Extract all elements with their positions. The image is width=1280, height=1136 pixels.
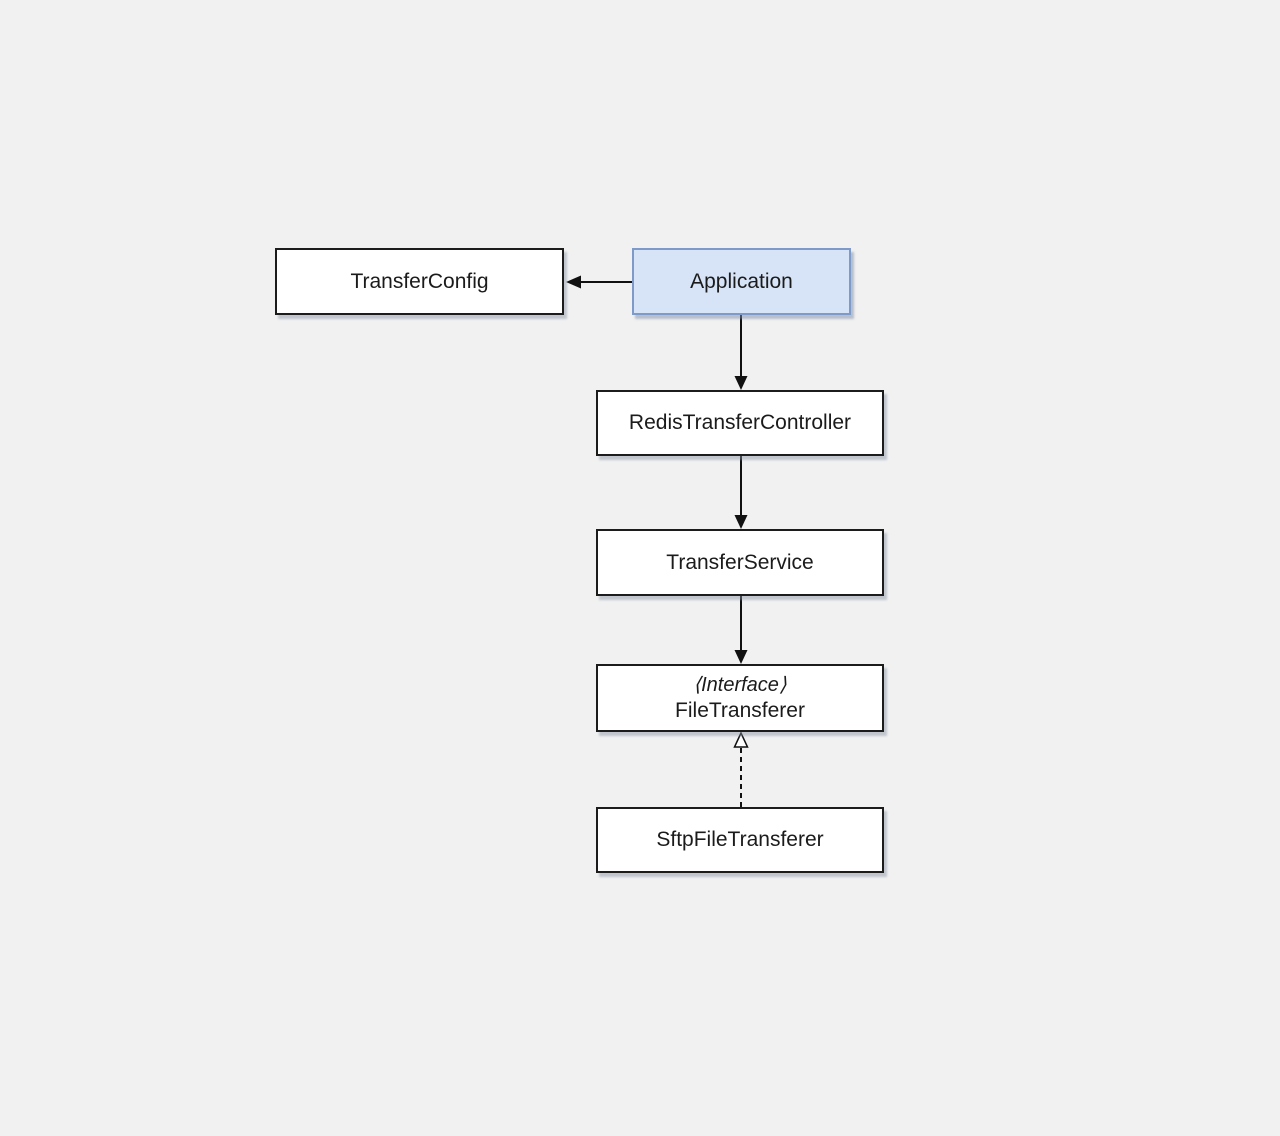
node-application: Application [632, 248, 851, 315]
node-application-label: Application [690, 269, 793, 293]
node-transfer-service: TransferService [596, 529, 884, 596]
edge-sftp-file-transferer-realizes-file-transferer [733, 731, 749, 807]
edge-transfer-service-to-file-transferer [734, 596, 748, 664]
node-file-transferer-stereotype: ⟨Interface⟩ [693, 674, 787, 696]
node-transfer-config-label: TransferConfig [350, 269, 489, 293]
edge-redis-transfer-controller-to-transfer-service [734, 456, 748, 529]
node-sftp-file-transferer: SftpFileTransferer [596, 807, 884, 873]
edge-application-to-transfer-config [566, 275, 632, 289]
node-file-transferer: ⟨Interface⟩ FileTransferer [596, 664, 884, 732]
node-sftp-file-transferer-label: SftpFileTransferer [656, 828, 824, 851]
node-redis-transfer-controller-label: RedisTransferController [628, 411, 852, 434]
node-transfer-config: TransferConfig [275, 248, 564, 315]
node-file-transferer-label: FileTransferer [675, 699, 805, 722]
node-transfer-service-label: TransferService [666, 550, 814, 574]
edge-application-to-redis-transfer-controller [734, 315, 748, 390]
node-redis-transfer-controller: RedisTransferController [596, 390, 884, 456]
